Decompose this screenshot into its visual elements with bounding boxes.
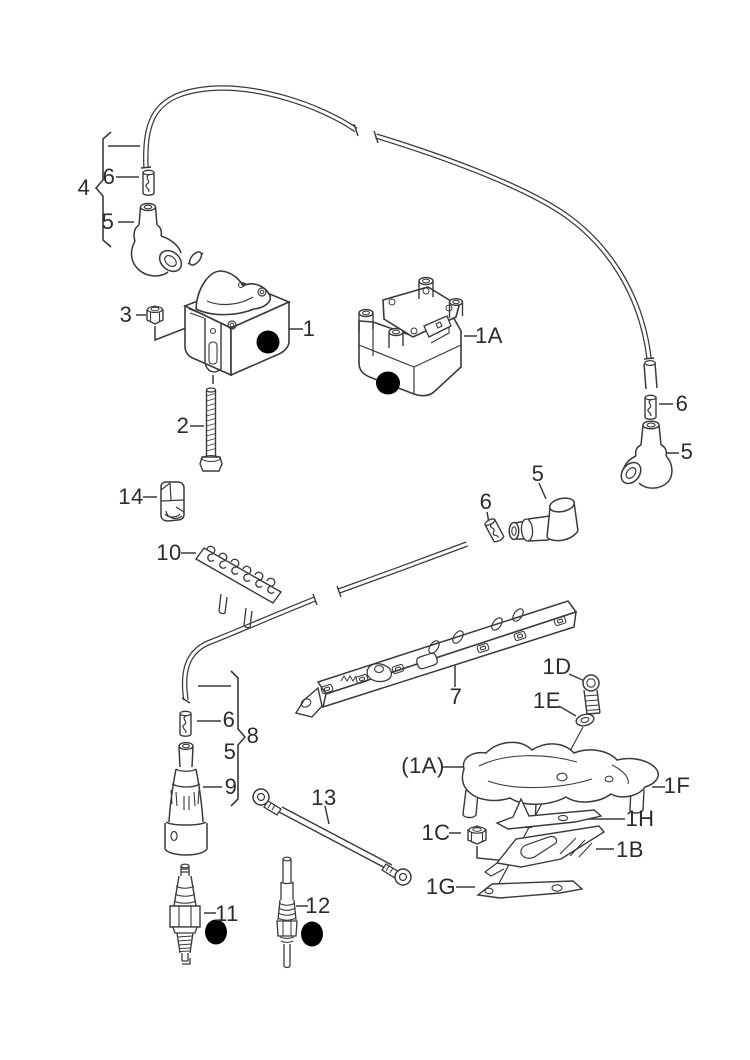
cable-clip-6-bottomleft bbox=[179, 710, 192, 737]
bracket-rail-7 bbox=[294, 600, 578, 718]
selection-dot-coil-1[interactable] bbox=[256, 330, 280, 354]
ignition-coil-1 bbox=[183, 251, 292, 377]
coil-pack-top-view-1A bbox=[461, 741, 659, 829]
cable-clip-6-middle bbox=[484, 518, 505, 543]
group-bracket-4 bbox=[94, 131, 112, 248]
spark-plug-11 bbox=[169, 863, 227, 965]
group-bracket-8 bbox=[230, 670, 247, 807]
part-label-1E[interactable]: 1E bbox=[533, 688, 561, 713]
spark-plug-connector-9 bbox=[164, 768, 208, 856]
strip-1G bbox=[476, 880, 584, 899]
part-label-6-middle[interactable]: 6 bbox=[479, 489, 493, 514]
glow-plug-12 bbox=[276, 856, 323, 969]
spark-plug-connector-5-middle bbox=[508, 497, 579, 542]
part-label-1H[interactable]: 1H bbox=[625, 806, 655, 831]
spark-plug-connector-5-right bbox=[620, 420, 673, 489]
part-label-1A-ref[interactable]: (1A) bbox=[401, 753, 445, 778]
cable-clip-6-right bbox=[644, 394, 657, 420]
nut-1C bbox=[467, 825, 487, 845]
part-label-11[interactable]: 11 bbox=[215, 901, 239, 926]
part-label-1C[interactable]: 1C bbox=[421, 820, 451, 845]
ground-strap-13 bbox=[252, 788, 412, 886]
part-label-7[interactable]: 7 bbox=[449, 684, 463, 709]
screw-1D bbox=[582, 674, 601, 715]
part-label-1F[interactable]: 1F bbox=[663, 773, 691, 798]
part-label-3[interactable]: 3 bbox=[119, 302, 133, 327]
part-label-1B[interactable]: 1B bbox=[616, 837, 644, 862]
part-label-4[interactable]: 4 bbox=[77, 175, 91, 200]
spark-plug-connector-5-topleft bbox=[130, 202, 183, 277]
ignition-coil-pack-1A bbox=[358, 276, 464, 397]
part-label-5-topleft[interactable]: 5 bbox=[101, 209, 115, 234]
part-label-5-bottomleft[interactable]: 5 bbox=[223, 739, 237, 764]
part-label-14[interactable]: 14 bbox=[118, 484, 144, 509]
bolt-2 bbox=[199, 387, 223, 472]
cable-holder-10 bbox=[194, 545, 283, 629]
selection-dot-plug-12[interactable] bbox=[301, 921, 323, 947]
part-label-13[interactable]: 13 bbox=[311, 785, 337, 810]
part-label-6-right[interactable]: 6 bbox=[675, 391, 689, 416]
part-label-10[interactable]: 10 bbox=[156, 540, 182, 565]
cable-clip-6-topleft bbox=[142, 169, 155, 196]
part-label-9[interactable]: 9 bbox=[224, 774, 238, 799]
part-label-8[interactable]: 8 bbox=[246, 723, 260, 748]
part-label-1[interactable]: 1 bbox=[302, 316, 316, 341]
part-label-2[interactable]: 2 bbox=[176, 413, 190, 438]
selection-dot-plug-11[interactable] bbox=[205, 919, 227, 945]
part-label-5-right[interactable]: 5 bbox=[680, 439, 694, 464]
part-label-1G[interactable]: 1G bbox=[425, 874, 457, 899]
part-label-1A[interactable]: 1A bbox=[475, 323, 503, 348]
washer-1E bbox=[575, 713, 595, 727]
part-label-12[interactable]: 12 bbox=[305, 893, 331, 918]
part-label-6-bottomleft[interactable]: 6 bbox=[222, 707, 236, 732]
spark-plug-connector-5-bottomleft bbox=[178, 741, 194, 768]
plate-1B bbox=[483, 825, 606, 877]
ignition-cable-middle bbox=[181, 541, 468, 704]
part-label-1D[interactable]: 1D bbox=[542, 654, 572, 679]
part-label-6-topleft[interactable]: 6 bbox=[102, 164, 116, 189]
coil-pack-towers bbox=[358, 276, 464, 348]
ignition-cable-top bbox=[140, 85, 655, 360]
bracket-1H bbox=[495, 797, 603, 830]
selection-dot-coil-pack-1A[interactable] bbox=[376, 371, 400, 395]
bracket-clip-14 bbox=[160, 481, 185, 522]
hex-nut-3 bbox=[146, 305, 164, 325]
cable-end-tube-right bbox=[643, 359, 658, 390]
part-label-5-middle[interactable]: 5 bbox=[531, 461, 545, 486]
